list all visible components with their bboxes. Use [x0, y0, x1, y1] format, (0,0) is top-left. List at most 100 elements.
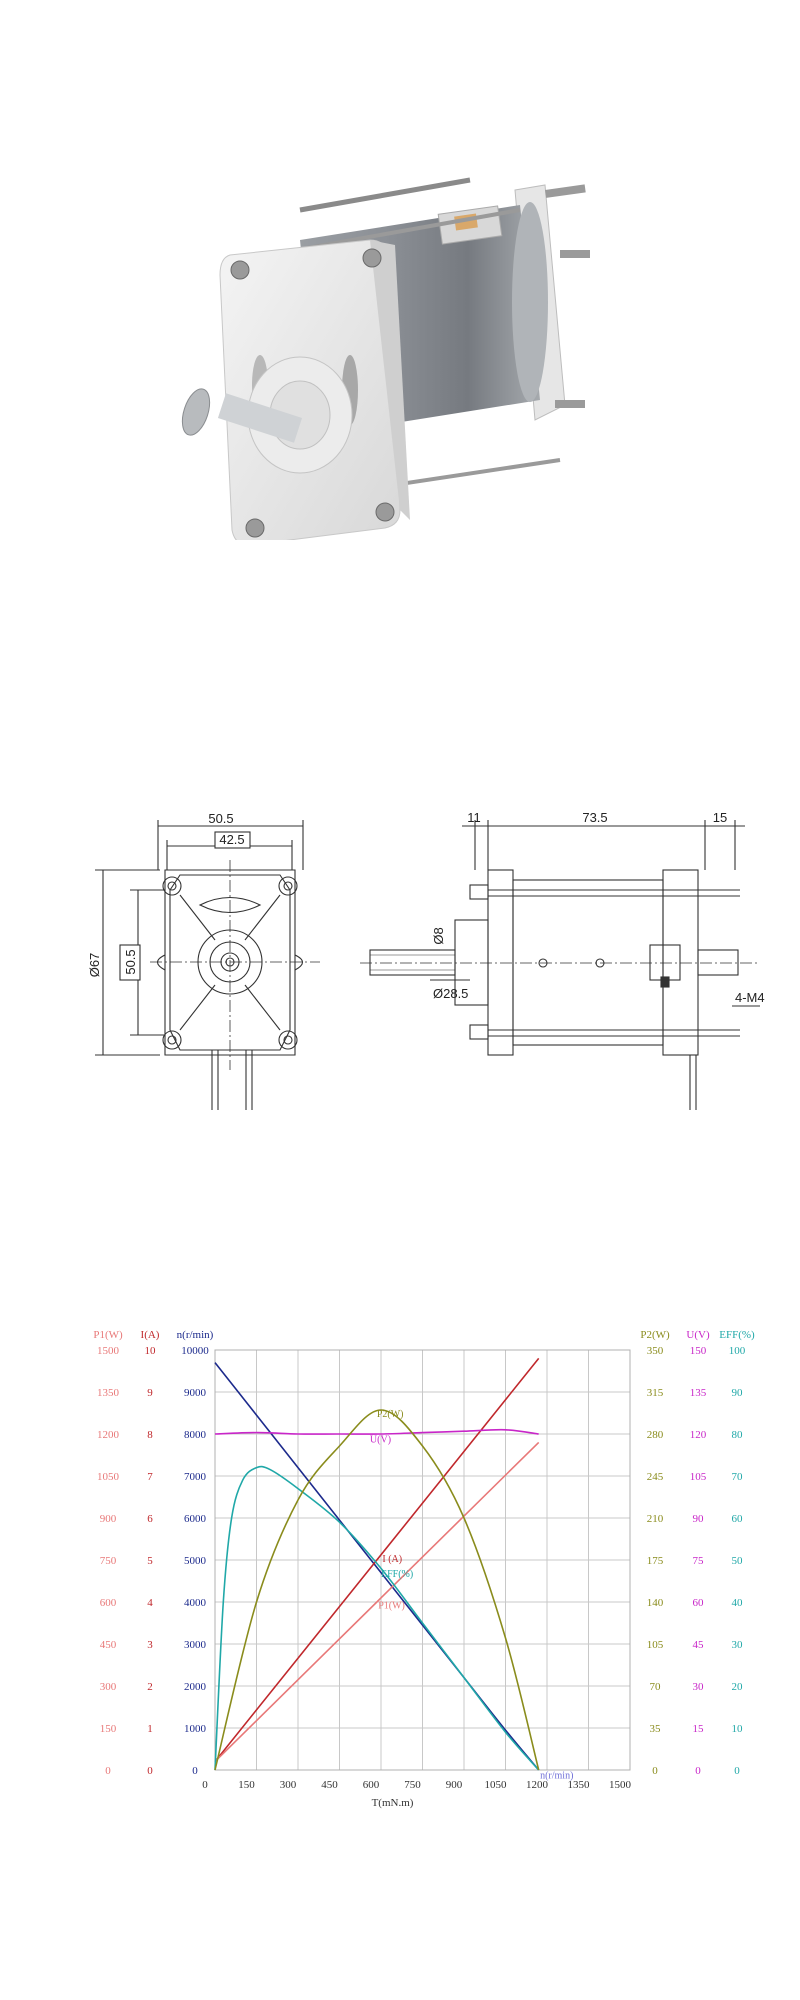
- y-tick-label-p2: 105: [647, 1639, 664, 1651]
- side-view: [360, 820, 760, 1110]
- chart-grid: [214, 1349, 631, 1771]
- y-tick-label-p1: 900: [100, 1513, 117, 1525]
- y-tick-label-eff: 80: [732, 1429, 744, 1441]
- series-line-i: [214, 1357, 540, 1763]
- y-tick-label-n: 7000: [184, 1471, 207, 1483]
- y-tick-label-n: 6000: [184, 1513, 207, 1525]
- y-tick-label-u: 90: [693, 1513, 705, 1525]
- axis-title-p1: P1(W): [93, 1330, 123, 1341]
- dim-front-height: 50.5: [123, 949, 138, 974]
- y-tick-label-i: 1: [147, 1723, 153, 1735]
- y-tick-label-p2: 70: [650, 1681, 662, 1693]
- curve-label: P2(W): [377, 1409, 404, 1420]
- y-tick-label-p2: 315: [647, 1387, 664, 1399]
- y-tick-label-p2: 0: [652, 1765, 658, 1777]
- series-line-eff: [214, 1465, 540, 1771]
- y-tick-label-i: 9: [147, 1387, 153, 1399]
- y-tick-label-p1: 1350: [97, 1387, 120, 1399]
- y-tick-label-p2: 350: [647, 1345, 664, 1357]
- y-tick-label-eff: 20: [732, 1681, 744, 1693]
- y-tick-label-n: 0: [192, 1765, 198, 1777]
- y-tick-label-u: 105: [690, 1471, 707, 1483]
- y-tick-label-p1: 300: [100, 1681, 117, 1693]
- y-tick-label-u: 75: [693, 1555, 705, 1567]
- dim-diameter: Ø67: [87, 953, 102, 978]
- y-tick-label-p2: 280: [647, 1429, 664, 1441]
- y-tick-label-u: 120: [690, 1429, 707, 1441]
- motor-image: [181, 177, 590, 546]
- y-tick-label-p2: 245: [647, 1471, 664, 1483]
- x-tick-label: 1050: [485, 1779, 508, 1791]
- y-tick-label-i: 3: [147, 1639, 153, 1651]
- y-tick-label-p1: 450: [100, 1639, 117, 1651]
- axis-title-p2: P2(W): [640, 1330, 670, 1341]
- y-tick-label-eff: 10: [732, 1723, 744, 1735]
- dimension-drawing: 50.5 42.5 Ø67 50.5 11 73.5 15 Ø8 Ø28.5 4…: [0, 780, 800, 1140]
- y-tick-label-n: 9000: [184, 1387, 207, 1399]
- dim-thread: 4-M4: [735, 990, 765, 1005]
- x-tick-label: 750: [404, 1779, 421, 1791]
- y-tick-label-i: 4: [147, 1597, 153, 1609]
- curve-label: n(r/min): [540, 1770, 573, 1781]
- curve-label: EFF(%): [381, 1569, 413, 1580]
- axis-title-n: n(r/min): [177, 1330, 214, 1341]
- y-tick-label-n: 10000: [181, 1345, 209, 1357]
- axis-title-u: U(V): [686, 1330, 710, 1341]
- series-line-n: [214, 1362, 540, 1771]
- plot-frame: [214, 1349, 631, 1771]
- y-tick-label-u: 135: [690, 1387, 707, 1399]
- x-tick-label: 600: [363, 1779, 380, 1791]
- y-tick-label-p2: 140: [647, 1597, 664, 1609]
- y-tick-label-eff: 40: [732, 1597, 744, 1609]
- chart-series: [214, 1357, 540, 1771]
- axis-title-eff: EFF(%): [719, 1330, 755, 1341]
- series-line-p2: [214, 1409, 540, 1771]
- y-tick-label-i: 2: [147, 1681, 153, 1693]
- y-tick-label-i: 8: [147, 1429, 153, 1441]
- dim-left-offset: 11: [467, 810, 481, 825]
- y-tick-label-i: 10: [145, 1345, 157, 1357]
- y-tick-label-u: 15: [693, 1723, 705, 1735]
- y-tick-label-p2: 175: [647, 1555, 664, 1567]
- y-tick-label-u: 45: [693, 1639, 705, 1651]
- axis-title-i: I(A): [141, 1330, 160, 1341]
- y-tick-label-u: 0: [695, 1765, 701, 1777]
- x-tick-label: 300: [280, 1779, 297, 1791]
- dim-right-offset: 15: [713, 810, 727, 825]
- dim-boss-dia: Ø28.5: [433, 986, 468, 1001]
- series-line-u: [214, 1428, 539, 1435]
- y-tick-label-u: 150: [690, 1345, 707, 1357]
- y-tick-label-p1: 750: [100, 1555, 117, 1567]
- y-tick-label-eff: 100: [729, 1345, 746, 1357]
- curve-label: P1(W): [378, 1600, 405, 1611]
- y-tick-label-i: 6: [147, 1513, 153, 1525]
- dim-shaft-dia: Ø8: [431, 927, 446, 944]
- x-tick-label: 450: [321, 1779, 338, 1791]
- y-tick-label-p1: 1200: [97, 1429, 120, 1441]
- y-tick-label-n: 2000: [184, 1681, 207, 1693]
- y-tick-label-eff: 70: [732, 1471, 744, 1483]
- y-tick-label-n: 8000: [184, 1429, 207, 1441]
- front-view: [95, 820, 320, 1110]
- y-tick-label-n: 5000: [184, 1555, 207, 1567]
- dim-front-width: 50.5: [208, 811, 233, 826]
- x-tick-label: 1350: [568, 1779, 591, 1791]
- curve-label: I (A): [382, 1554, 402, 1565]
- y-tick-label-p1: 1500: [97, 1345, 120, 1357]
- y-tick-label-i: 5: [147, 1555, 153, 1567]
- x-tick-label: 150: [238, 1779, 255, 1791]
- y-tick-label-i: 7: [147, 1471, 153, 1483]
- series-line-p1: [214, 1441, 540, 1763]
- y-tick-label-eff: 60: [732, 1513, 744, 1525]
- x-tick-label: 0: [202, 1779, 208, 1791]
- dim-hole-spacing: 42.5: [219, 832, 244, 847]
- y-tick-label-p1: 150: [100, 1723, 117, 1735]
- x-tick-label: 900: [446, 1779, 463, 1791]
- y-tick-label-p1: 1050: [97, 1471, 120, 1483]
- y-tick-label-p1: 600: [100, 1597, 117, 1609]
- y-tick-label-eff: 30: [732, 1639, 744, 1651]
- y-tick-label-n: 4000: [184, 1597, 207, 1609]
